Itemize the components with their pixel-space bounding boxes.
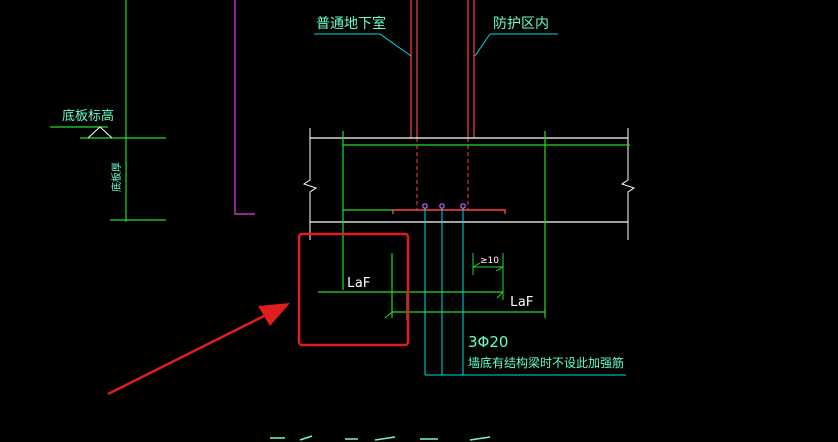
protection-zone-label: 防护区内	[493, 16, 549, 32]
rebar-dots-and-leaders: 3Φ20 墙底有结构梁时不设此加强筋	[422, 203, 626, 376]
rebar-spec-label: 3Φ20	[468, 333, 508, 351]
slab-elevation-label: 底板标高	[62, 108, 114, 124]
bottom-partial-text	[270, 435, 491, 441]
rebar-dot-3	[460, 203, 466, 209]
zone-labels: 普通地下室 防护区内	[314, 15, 558, 57]
dimension-min-label: ≥10	[480, 256, 499, 266]
ordinary-basement-label: 普通地下室	[316, 15, 386, 32]
slab-elevation-marker: 底板标高 底板厚	[50, 0, 166, 222]
slab-outline	[302, 128, 636, 240]
highlight-annotation	[107, 232, 410, 396]
anchorage-label-right: LaF	[510, 295, 534, 310]
pointer-arrow-shaft	[107, 311, 271, 396]
rebar-dot-2	[439, 203, 445, 209]
slab-thickness-label: 底板厚	[110, 162, 123, 192]
pointer-arrow-head	[258, 303, 290, 326]
rebar-note-label: 墙底有结构梁时不设此加强筋	[468, 355, 624, 370]
magenta-reference-line	[234, 0, 255, 215]
highlight-box	[297, 232, 410, 347]
anchorage-label-left: LaF	[347, 276, 371, 291]
wall-section	[392, 0, 506, 214]
rebar-dot-1	[422, 203, 428, 209]
